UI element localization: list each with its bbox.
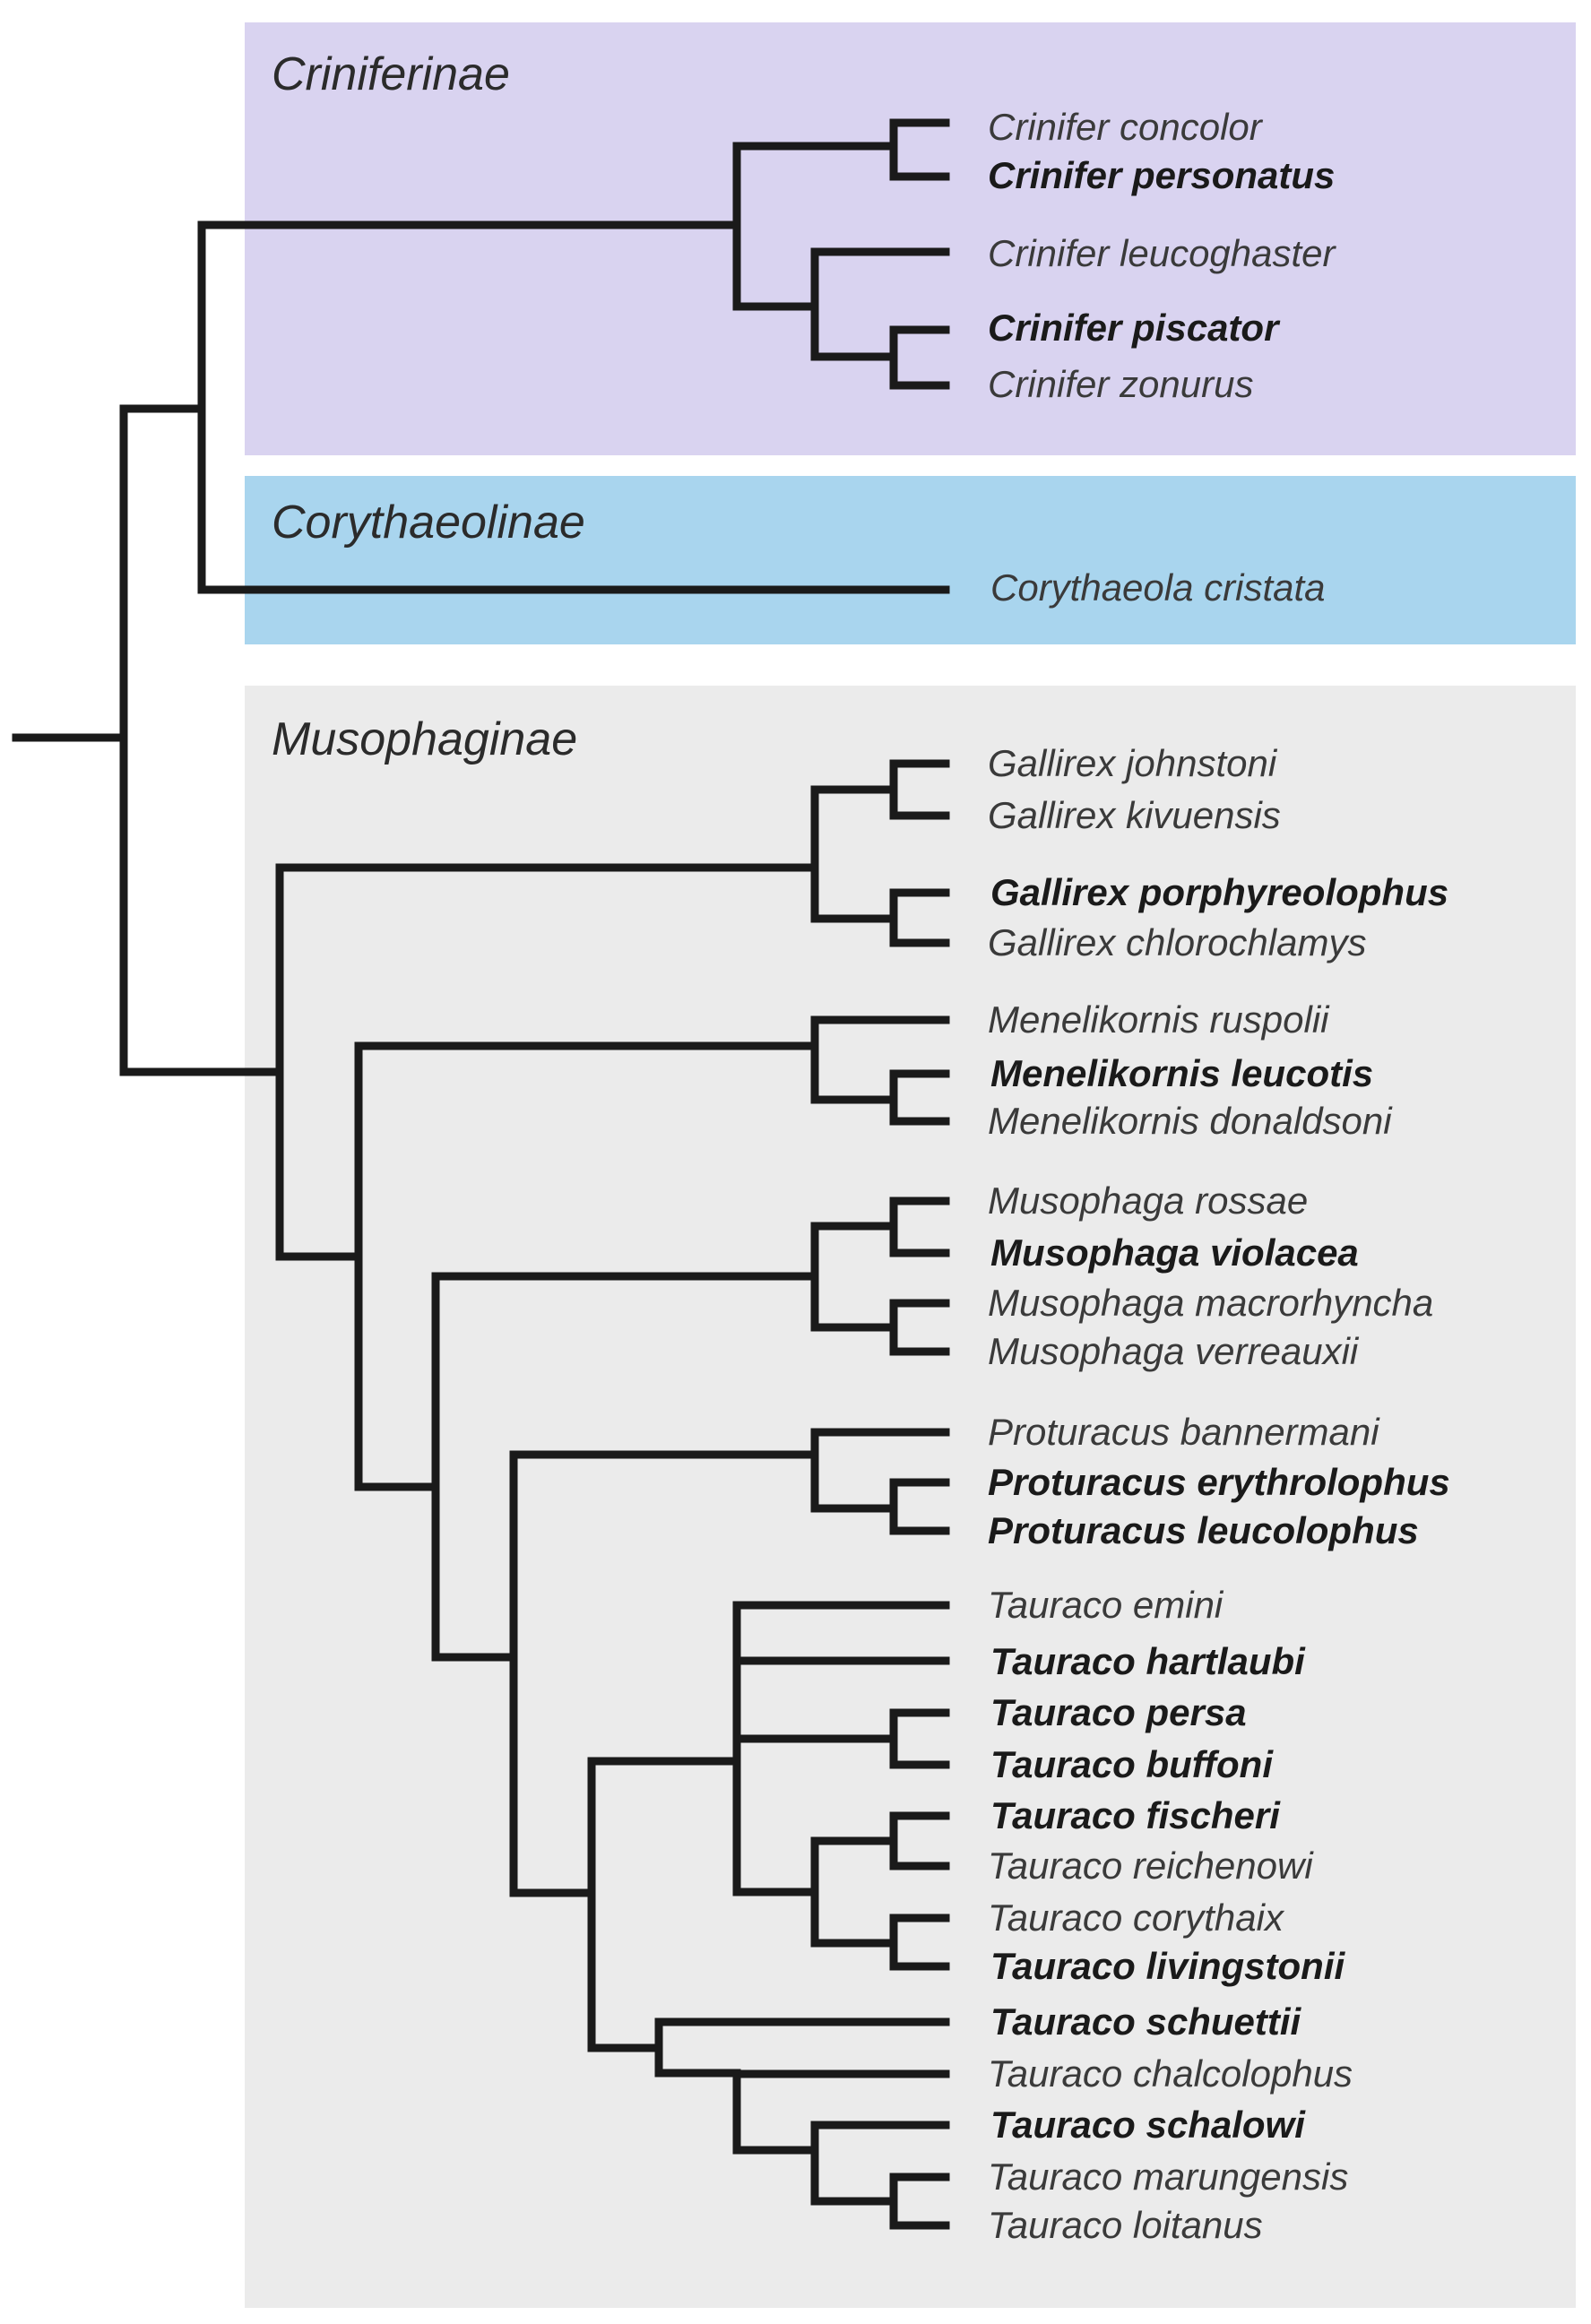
- taxon-tauraco-reichenowi: Tauraco reichenowi: [988, 1845, 1314, 1887]
- taxon-gallirex-kivuensis: Gallirex kivuensis: [988, 794, 1281, 836]
- taxon-crinifer-leucoghaster: Crinifer leucoghaster: [988, 232, 1337, 274]
- taxon-proturacus-erythrolophus: Proturacus erythrolophus: [988, 1461, 1450, 1503]
- taxon-tauraco-schuettii: Tauraco schuettii: [990, 2000, 1302, 2043]
- taxon-tauraco-marungensis: Tauraco marungensis: [988, 2156, 1348, 2198]
- taxon-tauraco-buffoni: Tauraco buffoni: [990, 1743, 1274, 1785]
- taxon-musophaga-verreauxii: Musophaga verreauxii: [988, 1330, 1360, 1372]
- taxon-crinifer-zonurus: Crinifer zonurus: [988, 363, 1253, 405]
- taxon-tauraco-hartlaubi: Tauraco hartlaubi: [990, 1640, 1306, 1682]
- taxon-proturacus-leucolophus: Proturacus leucolophus: [988, 1509, 1419, 1551]
- taxon-corythaeola-cristata: Corythaeola cristata: [990, 566, 1326, 609]
- taxon-proturacus-bannermani: Proturacus bannermani: [988, 1411, 1380, 1453]
- taxon-tauraco-fischeri: Tauraco fischeri: [990, 1794, 1281, 1836]
- clade-label-criniferinae: Criniferinae: [272, 48, 510, 100]
- taxon-crinifer-personatus: Crinifer personatus: [988, 154, 1335, 196]
- corythaeolinae-panel: [245, 476, 1576, 644]
- taxon-tauraco-chalcolophus: Tauraco chalcolophus: [988, 2052, 1353, 2095]
- taxon-menelikornis-donaldsoni: Menelikornis donaldsoni: [988, 1100, 1393, 1142]
- taxon-menelikornis-ruspolii: Menelikornis ruspolii: [988, 998, 1330, 1041]
- taxon-crinifer-piscator: Crinifer piscator: [988, 307, 1281, 349]
- taxon-tauraco-emini: Tauraco emini: [988, 1584, 1224, 1626]
- taxon-crinifer-concolor: Crinifer concolor: [988, 106, 1264, 148]
- taxon-gallirex-porphyreolophus: Gallirex porphyreolophus: [990, 871, 1448, 913]
- taxon-musophaga-rossae: Musophaga rossae: [988, 1179, 1308, 1222]
- taxon-labels: Crinifer concolor Crinifer personatus Cr…: [988, 106, 1450, 2246]
- taxon-gallirex-johnstoni: Gallirex johnstoni: [988, 742, 1278, 784]
- taxon-gallirex-chlorochlamys: Gallirex chlorochlamys: [988, 921, 1366, 963]
- taxon-tauraco-persa: Tauraco persa: [990, 1691, 1247, 1733]
- taxon-tauraco-corythaix: Tauraco corythaix: [988, 1896, 1285, 1939]
- tree-branches: [12, 118, 950, 2230]
- taxon-tauraco-loitanus: Tauraco loitanus: [988, 2204, 1263, 2246]
- taxon-tauraco-livingstonii: Tauraco livingstonii: [990, 1945, 1345, 1987]
- musophaginae-panel: [245, 686, 1576, 2308]
- clade-label-corythaeolinae: Corythaeolinae: [272, 497, 585, 549]
- taxon-menelikornis-leucotis: Menelikornis leucotis: [990, 1052, 1373, 1094]
- taxon-musophaga-macrorhyncha: Musophaga macrorhyncha: [988, 1282, 1433, 1324]
- clade-label-musophaginae: Musophaginae: [272, 713, 577, 765]
- taxon-tauraco-schalowi: Tauraco schalowi: [990, 2104, 1306, 2146]
- taxon-musophaga-violacea: Musophaga violacea: [990, 1231, 1359, 1274]
